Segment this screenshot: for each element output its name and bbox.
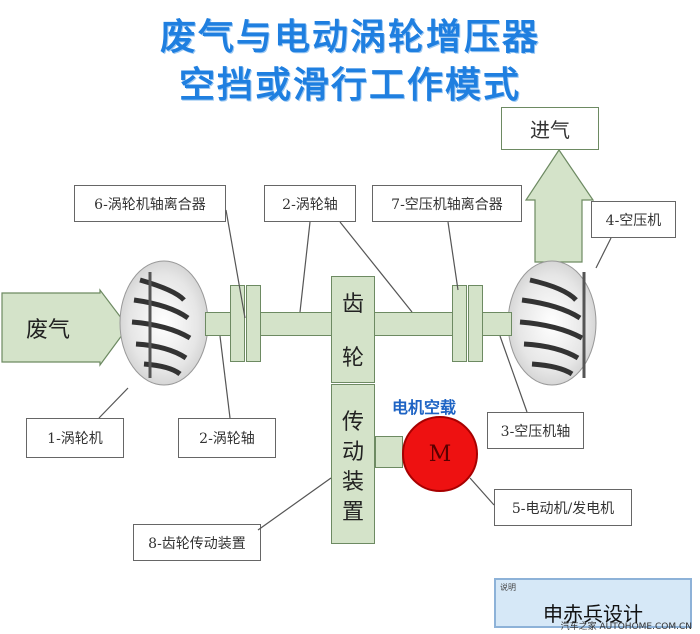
designer-box: 说明 申赤兵设计 <box>494 578 692 628</box>
label-compressor: 4-空压机 <box>591 201 676 238</box>
label-turbine-shaft-bottom: 2-涡轮轴 <box>178 418 276 458</box>
gear-char-2: 轮 <box>341 346 364 371</box>
turbine-wheel <box>119 260 209 386</box>
drive-char-2: 动 <box>341 440 364 465</box>
gear-char-1: 齿 <box>341 292 364 317</box>
designer-small-label: 说明 <box>500 583 516 592</box>
title-line-2: 空挡或滑行工作模式 <box>178 65 521 106</box>
turbine-shaft <box>260 312 332 336</box>
compressor-shaft-right <box>482 312 512 336</box>
title-line-1: 废气与电动涡轮增压器 <box>159 17 540 58</box>
label-turbine: 1-涡轮机 <box>26 418 124 458</box>
compressor-clutch-plate-2 <box>468 285 483 362</box>
label-turbine-clutch: 6-涡轮机轴离合器 <box>74 185 226 222</box>
compressor-wheel <box>507 260 597 386</box>
intake-box: 进气 <box>501 107 599 150</box>
label-motor-generator: 5-电动机/发电机 <box>494 489 632 526</box>
drive-char-4: 置 <box>341 500 364 525</box>
compressor-clutch-plate-1 <box>452 285 467 362</box>
turbine-clutch-plate-1 <box>230 285 245 362</box>
watermark: 汽车之家 AUTOHOME.COM.CN <box>560 622 692 632</box>
drive-char-1: 传 <box>341 410 364 435</box>
turbine-shaft-left <box>205 312 232 336</box>
motor-caption: 电机空载 <box>392 398 457 417</box>
label-compressor-shaft: 3-空压机轴 <box>487 412 584 449</box>
label-turbine-shaft-top: 2-涡轮轴 <box>264 185 356 222</box>
exhaust-label: 废气 <box>26 318 71 343</box>
exhaust-arrow <box>1 288 129 367</box>
motor-connector <box>375 436 403 468</box>
motor-circle: M <box>402 416 478 492</box>
intake-arrow <box>524 148 595 263</box>
designer-name: 申赤兵设计 <box>543 602 643 626</box>
drive-block <box>331 384 375 544</box>
label-compressor-clutch: 7-空压机轴离合器 <box>372 185 522 222</box>
motor-symbol: M <box>428 441 452 467</box>
compressor-shaft <box>374 312 453 336</box>
turbine-clutch-plate-2 <box>246 285 261 362</box>
label-gear-drive: 8-齿轮传动装置 <box>133 524 261 561</box>
drive-char-3: 装 <box>341 470 364 495</box>
